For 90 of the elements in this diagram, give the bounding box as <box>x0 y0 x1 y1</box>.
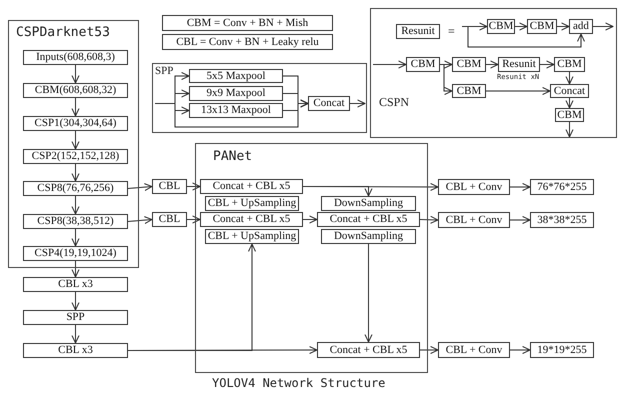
process-box: CSP8(38,38,512) <box>23 214 128 229</box>
arrow <box>510 183 530 191</box>
group-frame <box>195 143 428 373</box>
group-frame <box>8 20 139 268</box>
process-box: Concat <box>550 84 589 98</box>
process-box: DownSampling <box>321 196 416 211</box>
process-box: 38*38*255 <box>530 212 594 228</box>
group-frame <box>370 8 617 138</box>
arrow <box>514 22 528 30</box>
arrow <box>72 260 80 278</box>
process-box: CBL + UpSampling <box>205 196 299 211</box>
process-box: Concat + CBL x5 <box>200 179 303 194</box>
process-box: Concat + CBL x5 <box>317 342 420 358</box>
arrow <box>128 346 318 354</box>
arrow <box>72 196 80 214</box>
process-box: CBM <box>487 19 515 34</box>
process-box: CSP8(76,76,256) <box>23 181 128 196</box>
process-box: CBM = Conv + BN + Mish <box>162 15 333 31</box>
group-title: PANet <box>213 149 252 164</box>
arrow <box>592 22 614 30</box>
process-box: CBM <box>406 57 440 72</box>
process-box: 76*76*255 <box>530 179 594 195</box>
arrow <box>282 100 308 111</box>
arrow <box>486 87 550 95</box>
process-box: CBL + Conv <box>438 342 510 358</box>
arrow <box>556 22 570 30</box>
process-box: 19*19*255 <box>530 342 594 358</box>
arrow <box>462 22 488 30</box>
arrow <box>540 60 554 68</box>
group-title: CSPN <box>379 95 410 110</box>
group-title: CSPDarknet53 <box>16 25 110 40</box>
process-box: CBL <box>152 179 187 194</box>
arrow <box>440 64 452 95</box>
arrow <box>72 98 80 116</box>
process-box: CBM(608,608,32) <box>23 83 128 98</box>
arrow <box>566 98 574 108</box>
process-box: DownSampling <box>321 229 416 244</box>
arrow <box>72 164 80 182</box>
arrow <box>302 186 372 196</box>
process-box: 9x9 Maxpool <box>189 86 283 101</box>
process-box: Concat + CBL x5 <box>317 212 420 227</box>
arrow <box>372 60 406 68</box>
arrow <box>72 324 80 344</box>
process-box: CBL + UpSampling <box>205 229 299 244</box>
process-box: 13x13 Maxpool <box>189 103 283 118</box>
arrow <box>364 244 372 342</box>
process-box: CSP1(304,304,64) <box>23 116 128 131</box>
process-box: SPP <box>23 310 128 325</box>
process-box: CBM <box>555 108 584 122</box>
arrow <box>468 26 585 48</box>
arrow <box>420 216 438 224</box>
arrow <box>72 228 80 246</box>
process-box: CBM <box>452 84 486 98</box>
figure-caption: YOLOV4 Network Structure <box>212 376 386 390</box>
arrow <box>72 64 80 84</box>
process-box: CSP2(152,152,128) <box>23 149 128 164</box>
process-box: CBL <box>152 212 187 227</box>
process-box: CBM <box>527 19 557 34</box>
process-box: CBL + Conv <box>438 179 510 195</box>
process-box: Resunit <box>396 24 440 39</box>
arrow <box>72 130 80 150</box>
group-title: SPP <box>155 65 174 77</box>
process-box: CBM <box>452 57 486 72</box>
process-box: CBL + Conv <box>438 212 510 228</box>
process-box: Concat + CBL x5 <box>200 212 303 227</box>
arrow <box>420 346 438 354</box>
arrow <box>128 183 152 192</box>
process-box: CSP4(19,19,1024) <box>23 246 128 261</box>
arrow <box>510 216 530 224</box>
equals-sign: = <box>448 24 455 39</box>
process-box: CBL x3 <box>23 343 128 358</box>
process-box: Inputs(608,608,3) <box>23 50 128 65</box>
arrow <box>486 60 498 68</box>
process-box: CBL = Conv + BN + Leaky relu <box>162 34 333 50</box>
arrow <box>186 182 200 190</box>
arrow <box>72 292 80 310</box>
process-box: Concat <box>308 96 350 111</box>
arrow <box>566 122 574 138</box>
arrow <box>350 100 366 108</box>
process-box: CBL x3 <box>23 277 128 292</box>
process-box: CBM <box>554 57 585 72</box>
process-box: 5x5 Maxpool <box>189 69 283 83</box>
arrow <box>566 72 574 84</box>
group-frame <box>152 63 367 133</box>
arrow <box>186 216 200 224</box>
process-box: add <box>569 19 593 34</box>
arrow <box>128 216 152 224</box>
arrow <box>302 216 318 224</box>
process-box: Resunit <box>498 57 540 72</box>
arrow <box>510 346 530 354</box>
